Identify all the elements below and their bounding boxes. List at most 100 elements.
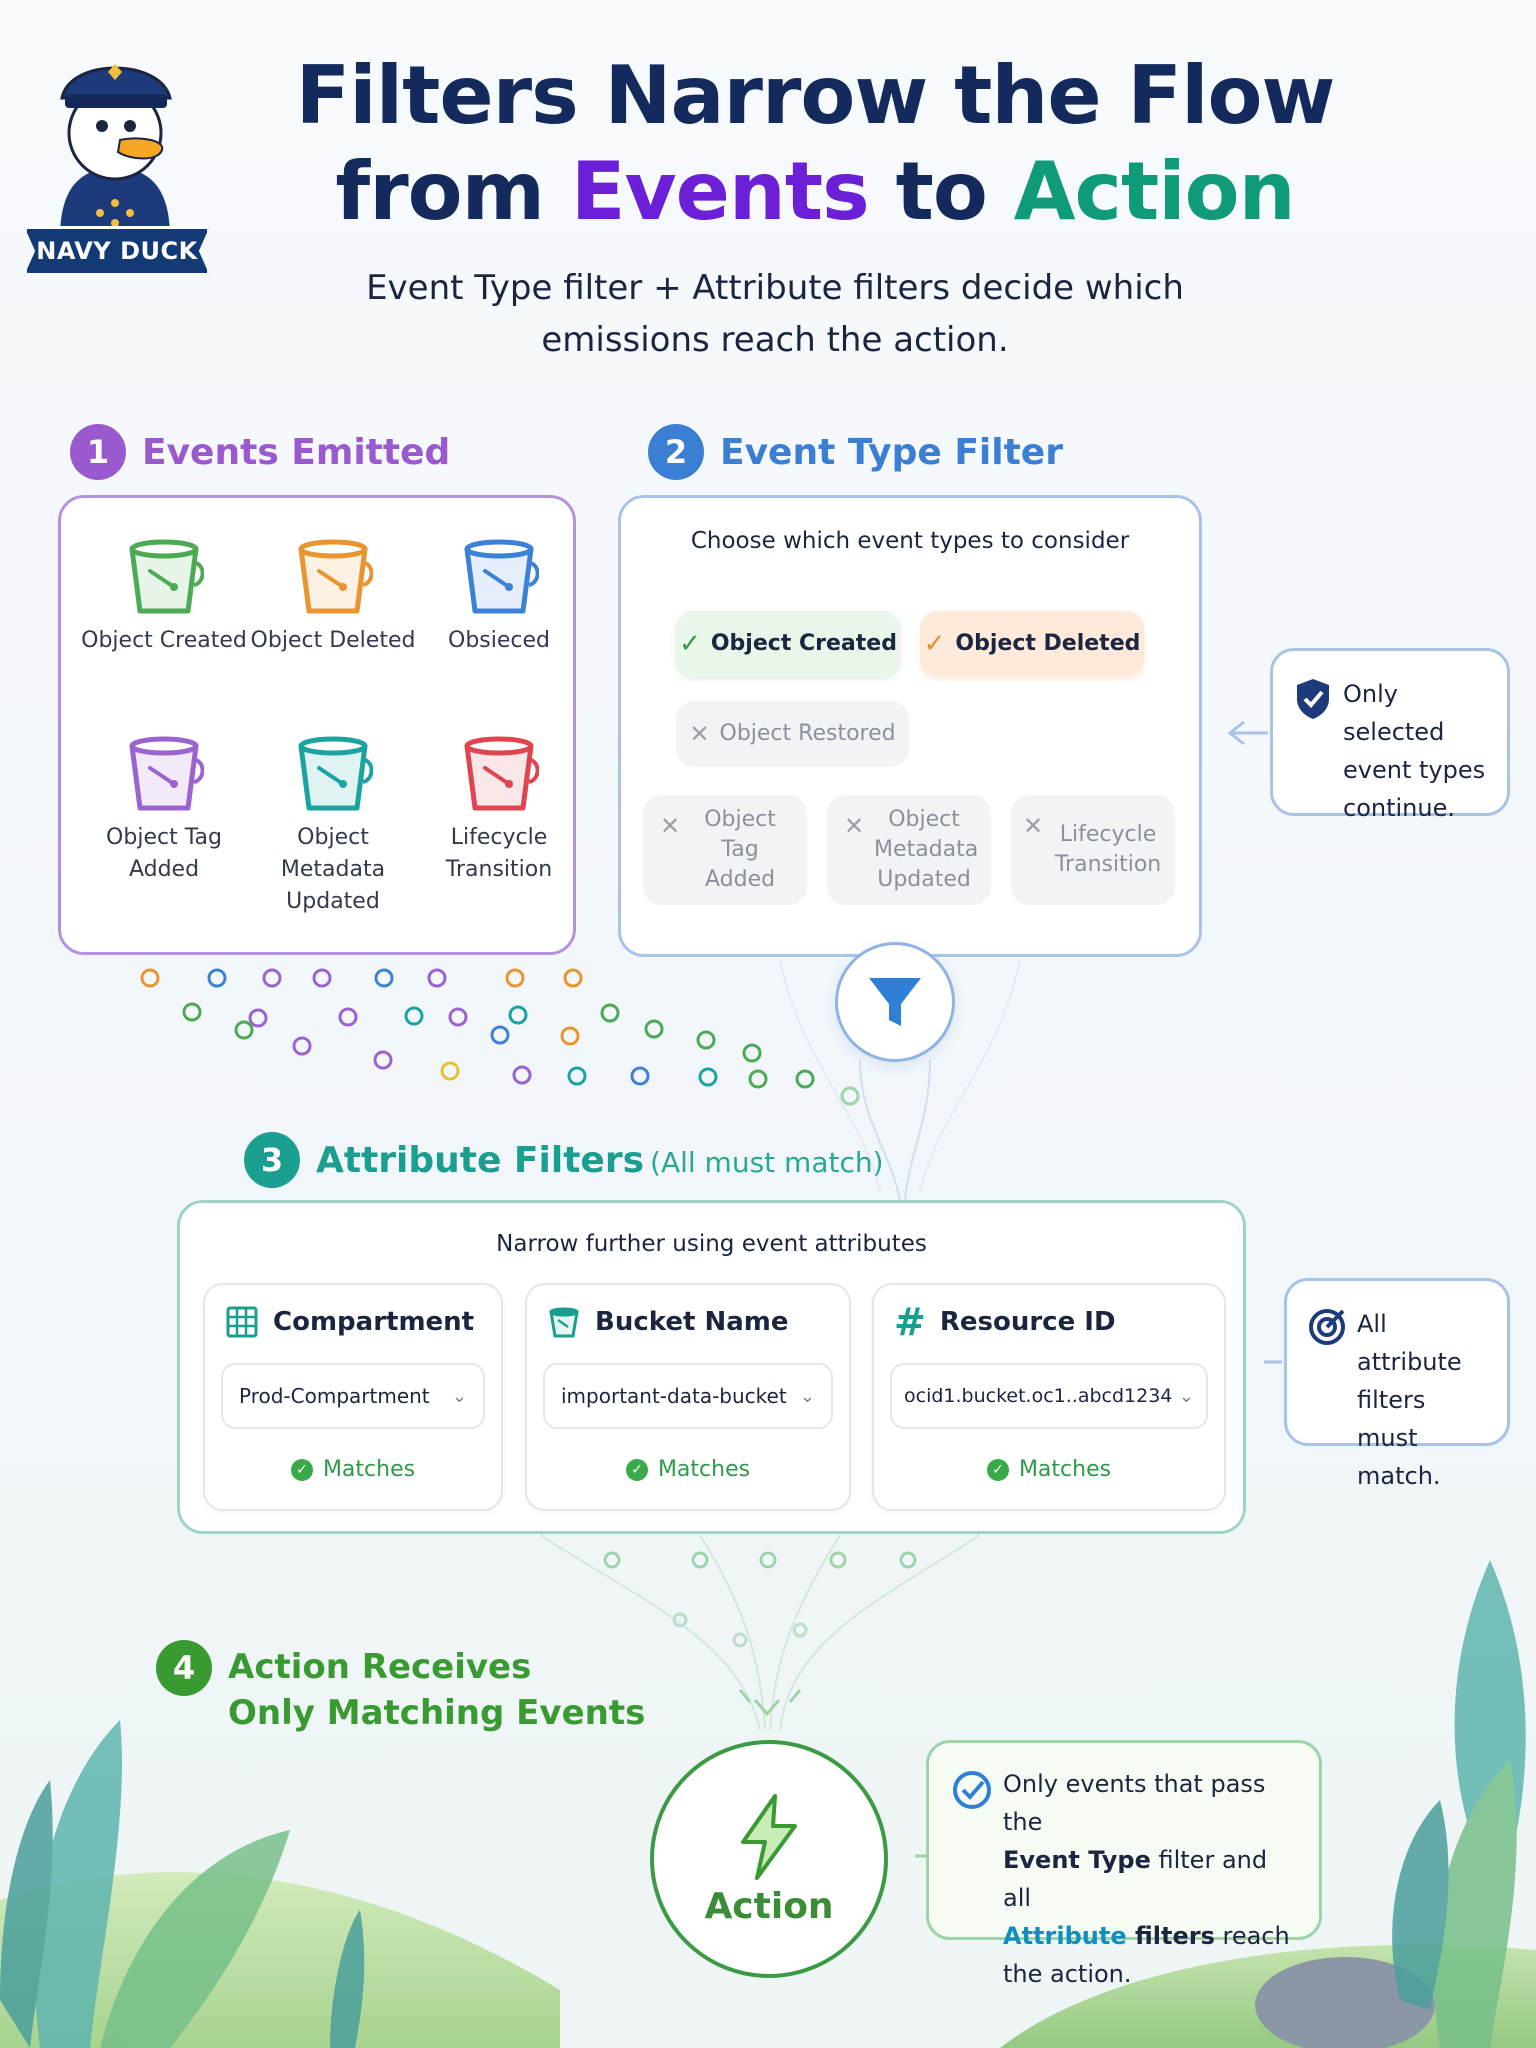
chevron-down-icon: ⌄ [451, 1385, 467, 1407]
bucket-icon [298, 539, 373, 614]
chevron-down-icon: ⌄ [1178, 1385, 1194, 1407]
hash-icon: # [894, 1300, 926, 1344]
select-value: Prod-Compartment [239, 1384, 430, 1408]
chip-label: Lifecycle Transition [1054, 822, 1162, 877]
bucket-icon [129, 539, 204, 614]
x-icon: ✕ [659, 812, 681, 840]
step3-title: Attribute Filters(All must match) [316, 1140, 884, 1181]
building-grid-icon [226, 1306, 258, 1338]
attribute-callout: All attribute filters must match. [1284, 1278, 1510, 1490]
chip-label: Object Deleted [955, 631, 1141, 656]
event-type-filter-panel: Choose which event types to consider ✓ O… [618, 495, 1202, 957]
chip-label: Object Restored [719, 721, 896, 746]
bucket-name-select[interactable]: important-data-bucket ⌄ [543, 1363, 833, 1429]
status-text: Matches [322, 1457, 416, 1482]
attribute-callout-text: All attribute filters must match. [1357, 1310, 1462, 1490]
bucket-item: Object Created [78, 533, 250, 657]
chip-label: Object Tag Added [704, 807, 776, 892]
select-value: important-data-bucket [561, 1384, 787, 1408]
attr-card-resource-id: # Resource ID ocid1.bucket.oc1..abcd1234… [872, 1283, 1226, 1511]
step4-title-line-1: Action Receives [228, 1647, 532, 1687]
bucket-icon [549, 1307, 579, 1338]
chip-object-tag-added[interactable]: ✕ Object Tag Added [643, 795, 807, 905]
step4-title: Action Receives Only Matching Events [228, 1644, 645, 1736]
step1-title: Events Emitted [142, 431, 451, 473]
leaves-right [1392, 1560, 1526, 2048]
step1-header: 1 Events Emitted [70, 424, 450, 480]
bucket-label: Obsieced [448, 628, 550, 653]
attr-card-compartment: Compartment Prod-Compartment ⌄ ✓ Matches [203, 1283, 503, 1511]
bucket-label: Object Deleted [250, 628, 416, 653]
step3-header: 3 Attribute Filters(All must match) [244, 1132, 884, 1188]
rock [1255, 1957, 1435, 2048]
title-events: Events [570, 145, 870, 238]
duck-captain-icon [60, 64, 172, 238]
bucket-item: Object Metadata Updated [247, 730, 419, 918]
bucket-icon [129, 736, 204, 811]
step2-number: 2 [648, 424, 704, 480]
step4-header: 4 Action Receives Only Matching Events [156, 1640, 645, 1736]
event-type-callout-text: Only selected event types continue. [1343, 680, 1486, 822]
status-text: Matches [657, 1457, 751, 1482]
down-arrows [738, 1689, 802, 1717]
chevron-down-icon: ⌄ [799, 1385, 815, 1407]
funnel-filter [835, 942, 955, 1062]
check-icon: ✓ [923, 629, 946, 659]
funnel-icon [869, 978, 921, 1026]
chip-object-created[interactable]: ✓ Object Created [676, 611, 900, 677]
callout-text-6: reach [1214, 1922, 1290, 1950]
chip-object-deleted[interactable]: ✓ Object Deleted [920, 611, 1144, 677]
check-circle-icon: ✓ [986, 1458, 1009, 1481]
attr-label: Bucket Name [595, 1307, 789, 1337]
title-line-1: Filters Narrow the Flow [295, 49, 1336, 142]
bucket-icon [464, 736, 539, 811]
title-action: Action [1013, 145, 1296, 238]
bucket-icon [298, 736, 373, 811]
bucket-label: Object Metadata Updated [280, 825, 386, 914]
action-label: Action [704, 1885, 834, 1927]
chip-object-restored[interactable]: ✕ Object Restored [676, 701, 909, 767]
step1-number: 1 [70, 424, 126, 480]
compartment-select[interactable]: Prod-Compartment ⌄ [221, 1363, 485, 1429]
event-dots [140, 968, 917, 1648]
target-check-icon [1309, 1309, 1345, 1345]
navy-duck-logo [20, 28, 210, 278]
x-icon: ✕ [1022, 812, 1044, 840]
action-node: Action [650, 1740, 888, 1978]
event-type-caption: Choose which event types to consider [690, 528, 1130, 554]
subtitle-line-1: Event Type filter + Attribute filters de… [366, 268, 1184, 308]
check-circle-icon: ✓ [290, 1458, 313, 1481]
bucket-label: Lifecycle Transition [445, 825, 553, 882]
step2-header: 2 Event Type Filter [648, 424, 1063, 480]
x-icon: ✕ [843, 812, 865, 840]
leaves-left [0, 1720, 365, 2048]
resource-id-select[interactable]: ocid1.bucket.oc1..abcd1234 ⌄ [890, 1363, 1208, 1429]
callout-event-type: Event Type [1003, 1846, 1151, 1874]
callout-line-4: the action. [1003, 1960, 1132, 1988]
subtitle-line-2: emissions reach the action. [541, 320, 1009, 360]
check-icon: ✓ [679, 629, 701, 659]
title-mid: to [868, 145, 1014, 238]
step2-title: Event Type Filter [720, 431, 1063, 473]
attr-label: Compartment [273, 1307, 475, 1337]
step4-number: 4 [156, 1640, 212, 1696]
lightning-icon [741, 1793, 797, 1880]
check-circle-icon [953, 1771, 991, 1809]
x-icon: ✕ [689, 720, 710, 748]
logo-text: NAVY DUCK [36, 237, 198, 265]
attr-head: Bucket Name [547, 1305, 788, 1339]
callout-text-3: filter and all [1003, 1846, 1268, 1912]
page-subtitle: Event Type filter + Attribute filters de… [300, 262, 1250, 366]
action-callout-text: Only events that pass the Event Type fil… [1003, 1765, 1301, 1993]
attr-status: ✓ Matches [527, 1457, 849, 1482]
shield-check-icon [1297, 679, 1329, 719]
callout-line-2: Event Type filter and all [1003, 1841, 1301, 1917]
select-value: ocid1.bucket.oc1..abcd1234 [904, 1385, 1173, 1407]
chip-object-metadata-updated[interactable]: ✕ Object Metadata Updated [827, 795, 991, 905]
chip-lifecycle-transition[interactable]: ✕ Lifecycle Transition [1011, 795, 1175, 905]
attr-card-bucket-name: Bucket Name important-data-bucket ⌄ ✓ Ma… [525, 1283, 851, 1511]
page-title: Filters Narrow the Flow from Events to A… [240, 48, 1390, 240]
bucket-item: Object Tag Added [78, 730, 250, 886]
step4-title-line-2: Only Matching Events [228, 1693, 646, 1733]
